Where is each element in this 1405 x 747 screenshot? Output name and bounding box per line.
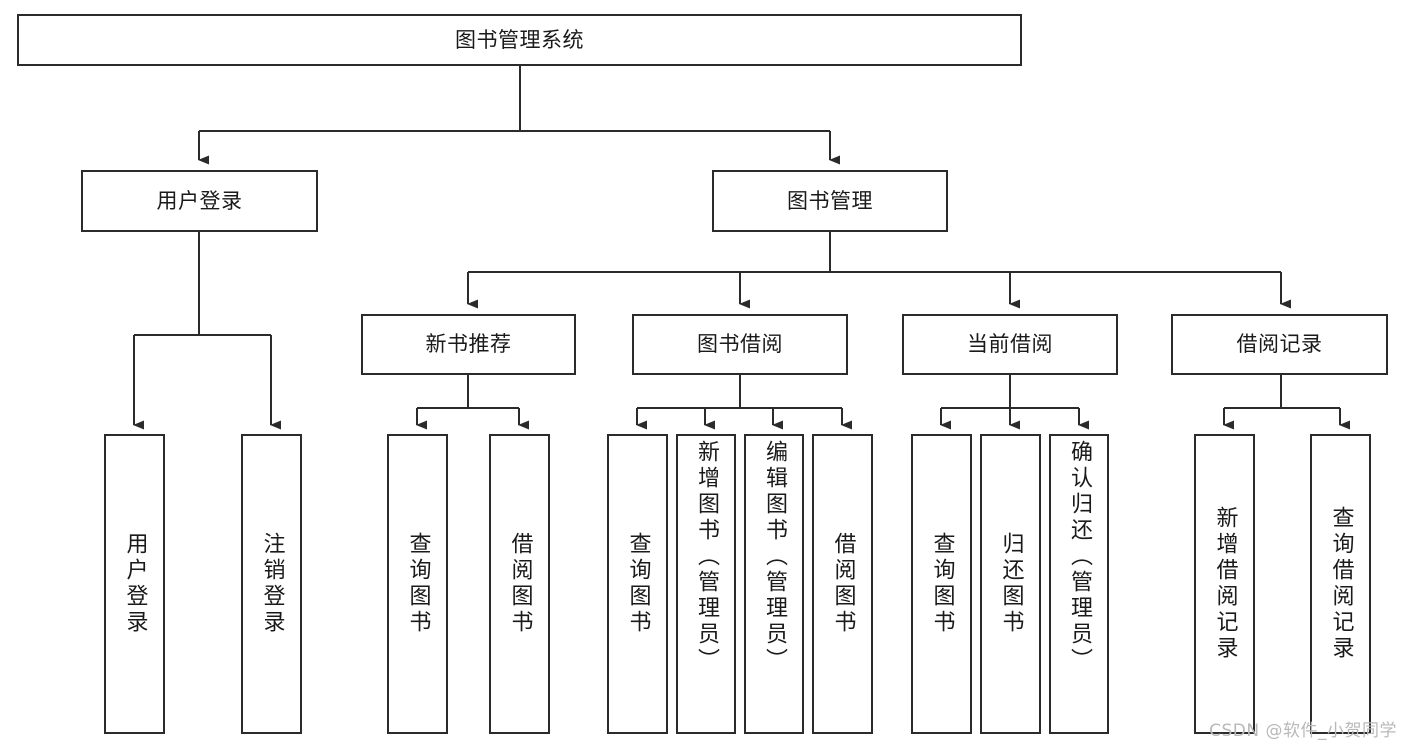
node-leaf-logout-label: 注销登录 xyxy=(259,532,285,636)
node-book-borrow[interactable]: 图书借阅 xyxy=(632,314,848,375)
node-current-borrow[interactable]: 当前借阅 xyxy=(902,314,1118,375)
node-new-book-rec[interactable]: 新书推荐 xyxy=(361,314,576,375)
node-root[interactable]: 图书管理系统 xyxy=(17,14,1022,66)
node-leaf-query-book-2[interactable]: 查询图书 xyxy=(607,434,668,734)
node-leaf-edit-book[interactable]: 编辑图书（管理员） xyxy=(744,434,804,734)
node-borrow-record-label: 借阅记录 xyxy=(1236,332,1323,357)
node-leaf-query-record-label: 查询借阅记录 xyxy=(1328,506,1354,662)
node-leaf-add-book-label: 新增图书（管理员） xyxy=(694,440,719,674)
node-book-manage[interactable]: 图书管理 xyxy=(712,170,948,232)
node-leaf-confirm-return-label: 确认归还（管理员） xyxy=(1067,440,1092,674)
node-leaf-borrow-book-2-label: 借阅图书 xyxy=(830,532,856,636)
node-leaf-add-record-label: 新增借阅记录 xyxy=(1212,506,1238,662)
node-leaf-add-record[interactable]: 新增借阅记录 xyxy=(1194,434,1255,734)
node-leaf-query-book-1[interactable]: 查询图书 xyxy=(387,434,448,734)
node-leaf-query-book-3-label: 查询图书 xyxy=(929,532,955,636)
node-leaf-logout[interactable]: 注销登录 xyxy=(241,434,302,734)
node-leaf-user-login[interactable]: 用户登录 xyxy=(104,434,165,734)
node-leaf-add-book[interactable]: 新增图书（管理员） xyxy=(676,434,736,734)
node-borrow-record[interactable]: 借阅记录 xyxy=(1171,314,1388,375)
node-leaf-borrow-book-1[interactable]: 借阅图书 xyxy=(489,434,550,734)
node-user-login[interactable]: 用户登录 xyxy=(81,170,318,232)
node-leaf-user-login-label: 用户登录 xyxy=(122,532,148,636)
node-book-borrow-label: 图书借阅 xyxy=(697,332,783,357)
node-current-borrow-label: 当前借阅 xyxy=(967,332,1053,357)
node-leaf-query-book-1-label: 查询图书 xyxy=(405,532,431,636)
node-leaf-confirm-return[interactable]: 确认归还（管理员） xyxy=(1049,434,1109,734)
node-leaf-return-book-label: 归还图书 xyxy=(998,532,1024,636)
node-leaf-borrow-book-2[interactable]: 借阅图书 xyxy=(812,434,873,734)
node-leaf-return-book[interactable]: 归还图书 xyxy=(980,434,1041,734)
node-leaf-edit-book-label: 编辑图书（管理员） xyxy=(762,440,787,674)
node-leaf-borrow-book-1-label: 借阅图书 xyxy=(507,532,533,636)
node-book-manage-label: 图书管理 xyxy=(787,188,873,213)
node-leaf-query-record[interactable]: 查询借阅记录 xyxy=(1310,434,1371,734)
node-leaf-query-book-2-label: 查询图书 xyxy=(625,532,651,636)
node-new-book-rec-label: 新书推荐 xyxy=(425,332,512,357)
node-leaf-query-book-3[interactable]: 查询图书 xyxy=(911,434,972,734)
node-user-login-label: 用户登录 xyxy=(156,188,243,213)
node-root-label: 图书管理系统 xyxy=(455,27,584,52)
